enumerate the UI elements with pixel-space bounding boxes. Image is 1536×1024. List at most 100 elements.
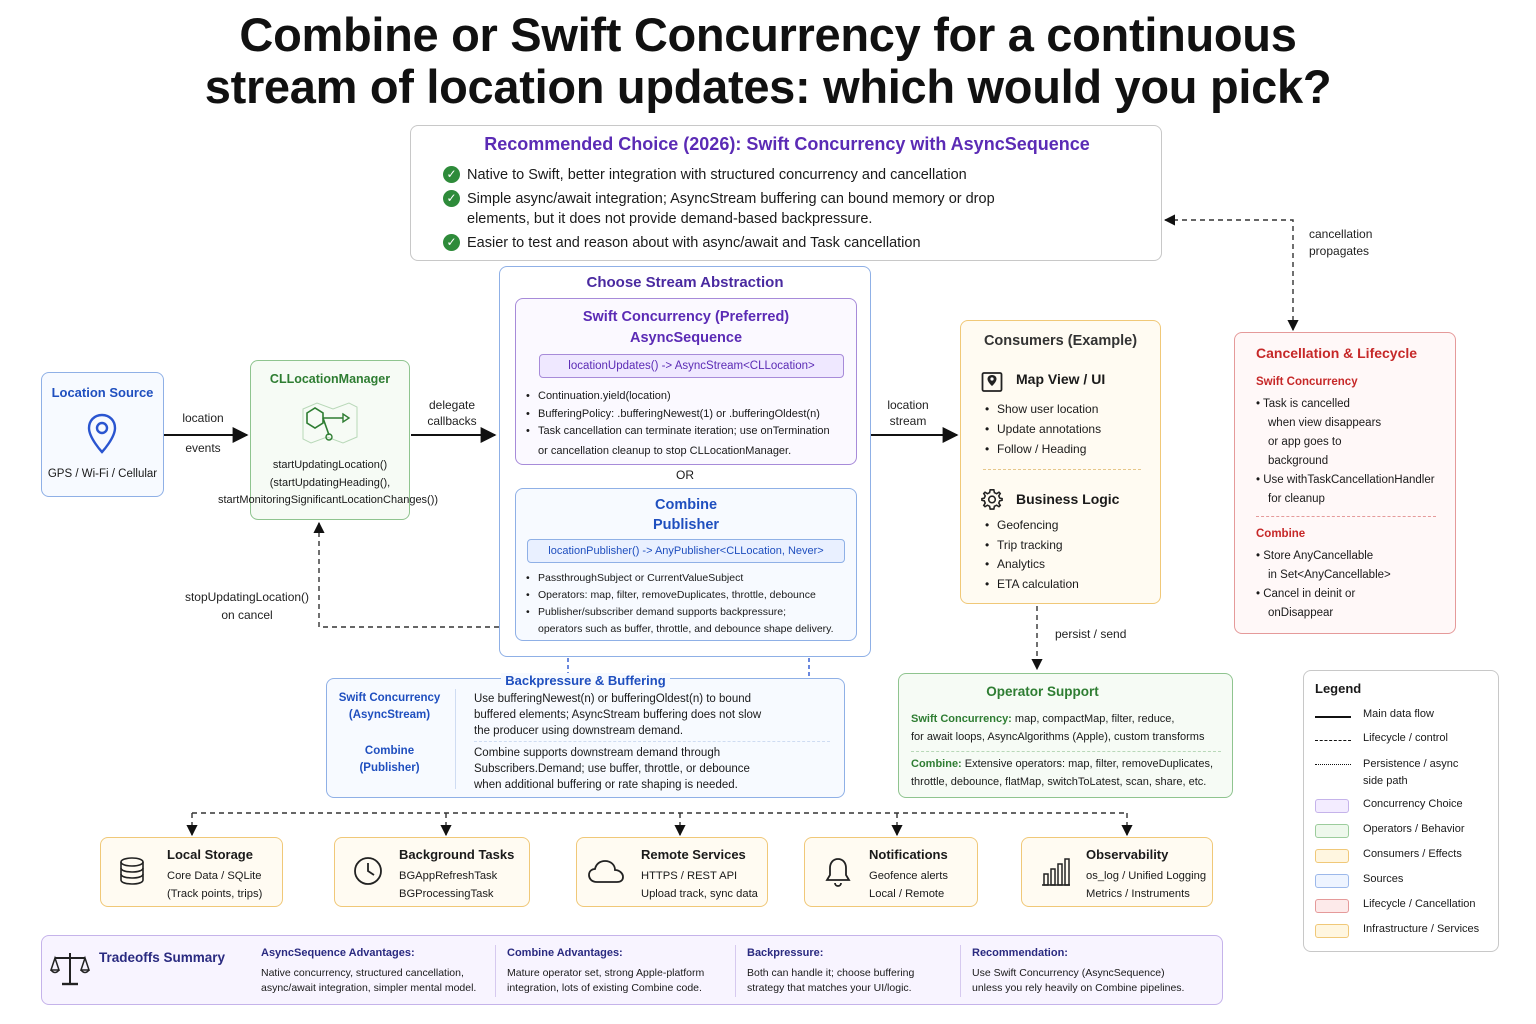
tradeoff-column: AsyncSequence Advantages: Native concurre… [261, 945, 476, 996]
business-logic-item: Analytics [983, 555, 1079, 575]
label-callbacks: callbacks [427, 414, 477, 428]
service-line-1: HTTPS / REST API [641, 870, 738, 882]
legend-swatch [1315, 874, 1349, 888]
location-source-heading: Location Source [51, 385, 154, 400]
map-icon [981, 372, 1003, 392]
arrow-cancellation-propagates [1163, 214, 1299, 332]
tradeoff-line-2: integration, lots of existing Combine co… [507, 982, 702, 994]
check-icon: ✓ [443, 190, 460, 207]
combine-bullet: Publisher/subscriber demand supports bac… [524, 604, 856, 621]
tradeoff-line-2: strategy that matches your UI/logic. [747, 982, 912, 994]
location-source-sub: GPS / Wi-Fi / Cellular [47, 468, 158, 480]
operator-support-box: Operator Support Swift Concurrency: map,… [898, 673, 1233, 798]
legend-swatch [1315, 899, 1349, 913]
or-label: OR [676, 468, 694, 482]
tradeoff-line-1: Use Swift Concurrency (AsyncSequence) [972, 967, 1165, 979]
gear-icon [981, 489, 1003, 510]
swift-concurrency-box: Swift Concurrency (Preferred) AsyncSeque… [515, 298, 857, 465]
legend-swatch [1315, 924, 1349, 938]
page-title-line-2: stream of location updates: which would … [204, 60, 1332, 113]
backpressure-heading: Backpressure & Buffering [501, 673, 670, 688]
bp-column-divider [455, 689, 456, 789]
stream-abstraction-box: Choose Stream Abstraction Swift Concurre… [499, 266, 871, 657]
legend-lifecycle: Lifecycle / control [1363, 732, 1448, 744]
consumers-heading: Consumers (Example) [983, 333, 1138, 349]
tradeoff-line-1: Native concurrency, structured cancellat… [261, 967, 464, 979]
business-logic-items: Geofencing Trip tracking Analytics ETA c… [983, 516, 1079, 594]
stream-abstraction-heading: Choose Stream Abstraction [586, 274, 784, 291]
arrow-stop-on-cancel [313, 521, 499, 628]
manager-line-2: (startUpdatingHeading(), [269, 477, 391, 489]
tradeoff-heading: Recommendation: [972, 947, 1068, 959]
map-view-heading: Map View / UI [1016, 371, 1106, 387]
combine-signature: locationPublisher() -> AnyPublisher<CLLo… [527, 539, 845, 563]
bp-swift-label: Swift Concurrency (AsyncStream) [338, 692, 441, 721]
tradeoff-divider [960, 945, 961, 997]
manager-line-1: startUpdatingLocation() [272, 459, 388, 471]
combine-bullet-cont: operators such as buffer, throttle, and … [538, 623, 834, 635]
tradeoffs-box: Tradeoffs Summary AsyncSequence Advantag… [41, 935, 1223, 1005]
tradeoff-heading: Combine Advantages: [507, 947, 623, 959]
service-line-2: Metrics / Instruments [1086, 888, 1190, 900]
map-view-items: Show user location Update annotations Fo… [983, 399, 1101, 459]
legend-label: Infrastructure / Services [1363, 923, 1480, 935]
service-line-1: Core Data / SQLite [167, 870, 262, 882]
swift-bullets: Continuation.yield(location) BufferingPo… [524, 388, 854, 441]
lifecycle-divider [1256, 516, 1436, 517]
label-events: events [185, 441, 221, 455]
label-location: location [182, 411, 224, 425]
legend-label: Lifecycle / Cancellation [1363, 898, 1476, 910]
check-icon: ✓ [443, 166, 460, 183]
bp-combine-label: Combine (Publisher) [359, 745, 420, 774]
recommended-choice-box: Recommended Choice (2026): Swift Concurr… [410, 125, 1162, 261]
service-line-2: Upload track, sync data [641, 888, 758, 900]
tradeoff-heading: Backpressure: [747, 947, 824, 959]
lifecycle-swift-lines: • Task is cancelled when view disappears… [1256, 398, 1435, 505]
legend-heading: Legend [1315, 681, 1362, 696]
map-view-item: Show user location [983, 399, 1101, 419]
service-title: Local Storage [167, 847, 253, 862]
cloud-icon [588, 860, 624, 883]
tradeoff-divider [735, 945, 736, 997]
swift-signature: locationUpdates() -> AsyncStream<CLLocat… [539, 354, 844, 378]
legend-label: Operators / Behavior [1363, 823, 1465, 835]
map-view-item: Follow / Heading [983, 439, 1101, 459]
clock-icon [354, 857, 382, 885]
combine-heading-1: Combine [654, 497, 718, 513]
recommended-point-2-cont: elements, but it does not provide demand… [467, 211, 873, 227]
lifecycle-box: Cancellation & Lifecycle Swift Concurren… [1234, 332, 1456, 634]
label-stop-updating: stopUpdatingLocation() [184, 590, 310, 604]
legend-label: Consumers / Effects [1363, 848, 1462, 860]
legend-label: Concurrency Choice [1363, 798, 1463, 810]
location-pin-icon [87, 413, 117, 454]
legend-label: Sources [1363, 873, 1404, 885]
operator-combine-text: Combine: Extensive operators: map, filte… [911, 758, 1214, 788]
label-location-stream-2: stream [889, 414, 927, 428]
swift-heading-2: AsyncSequence [629, 330, 743, 346]
operator-swift-text: Swift Concurrency: map, compactMap, filt… [911, 713, 1205, 743]
map-network-icon [302, 402, 358, 444]
service-line-1: BGAppRefreshTask [399, 870, 498, 882]
tradeoff-line-2: unless you rely heavily on Combine pipel… [972, 982, 1185, 994]
recommended-point-3: ✓ Easier to test and reason about with a… [443, 233, 921, 253]
swift-bullet-cont: or cancellation cleanup to stop CLLocati… [538, 445, 792, 457]
legend-main: Main data flow [1363, 708, 1434, 720]
map-view-item: Update annotations [983, 419, 1101, 439]
service-line-2: (Track points, trips) [167, 888, 263, 900]
label-persist-send: persist / send [1055, 627, 1127, 641]
label-cancellation: cancellation [1309, 227, 1373, 241]
combine-heading-2: Publisher [652, 517, 720, 533]
cllocationmanager-box: CLLocationManager startUpdatingLocation(… [250, 360, 410, 520]
combine-bullet: PassthroughSubject or CurrentValueSubjec… [524, 570, 856, 587]
service-line-2: Local / Remote [869, 888, 945, 900]
swift-bullet: Continuation.yield(location) [524, 388, 854, 406]
tradeoff-heading: AsyncSequence Advantages: [261, 947, 415, 959]
legend-dashed-line [1315, 740, 1351, 741]
legend-swatch [1315, 824, 1349, 838]
combine-box: Combine Publisher locationPublisher() ->… [515, 488, 857, 641]
